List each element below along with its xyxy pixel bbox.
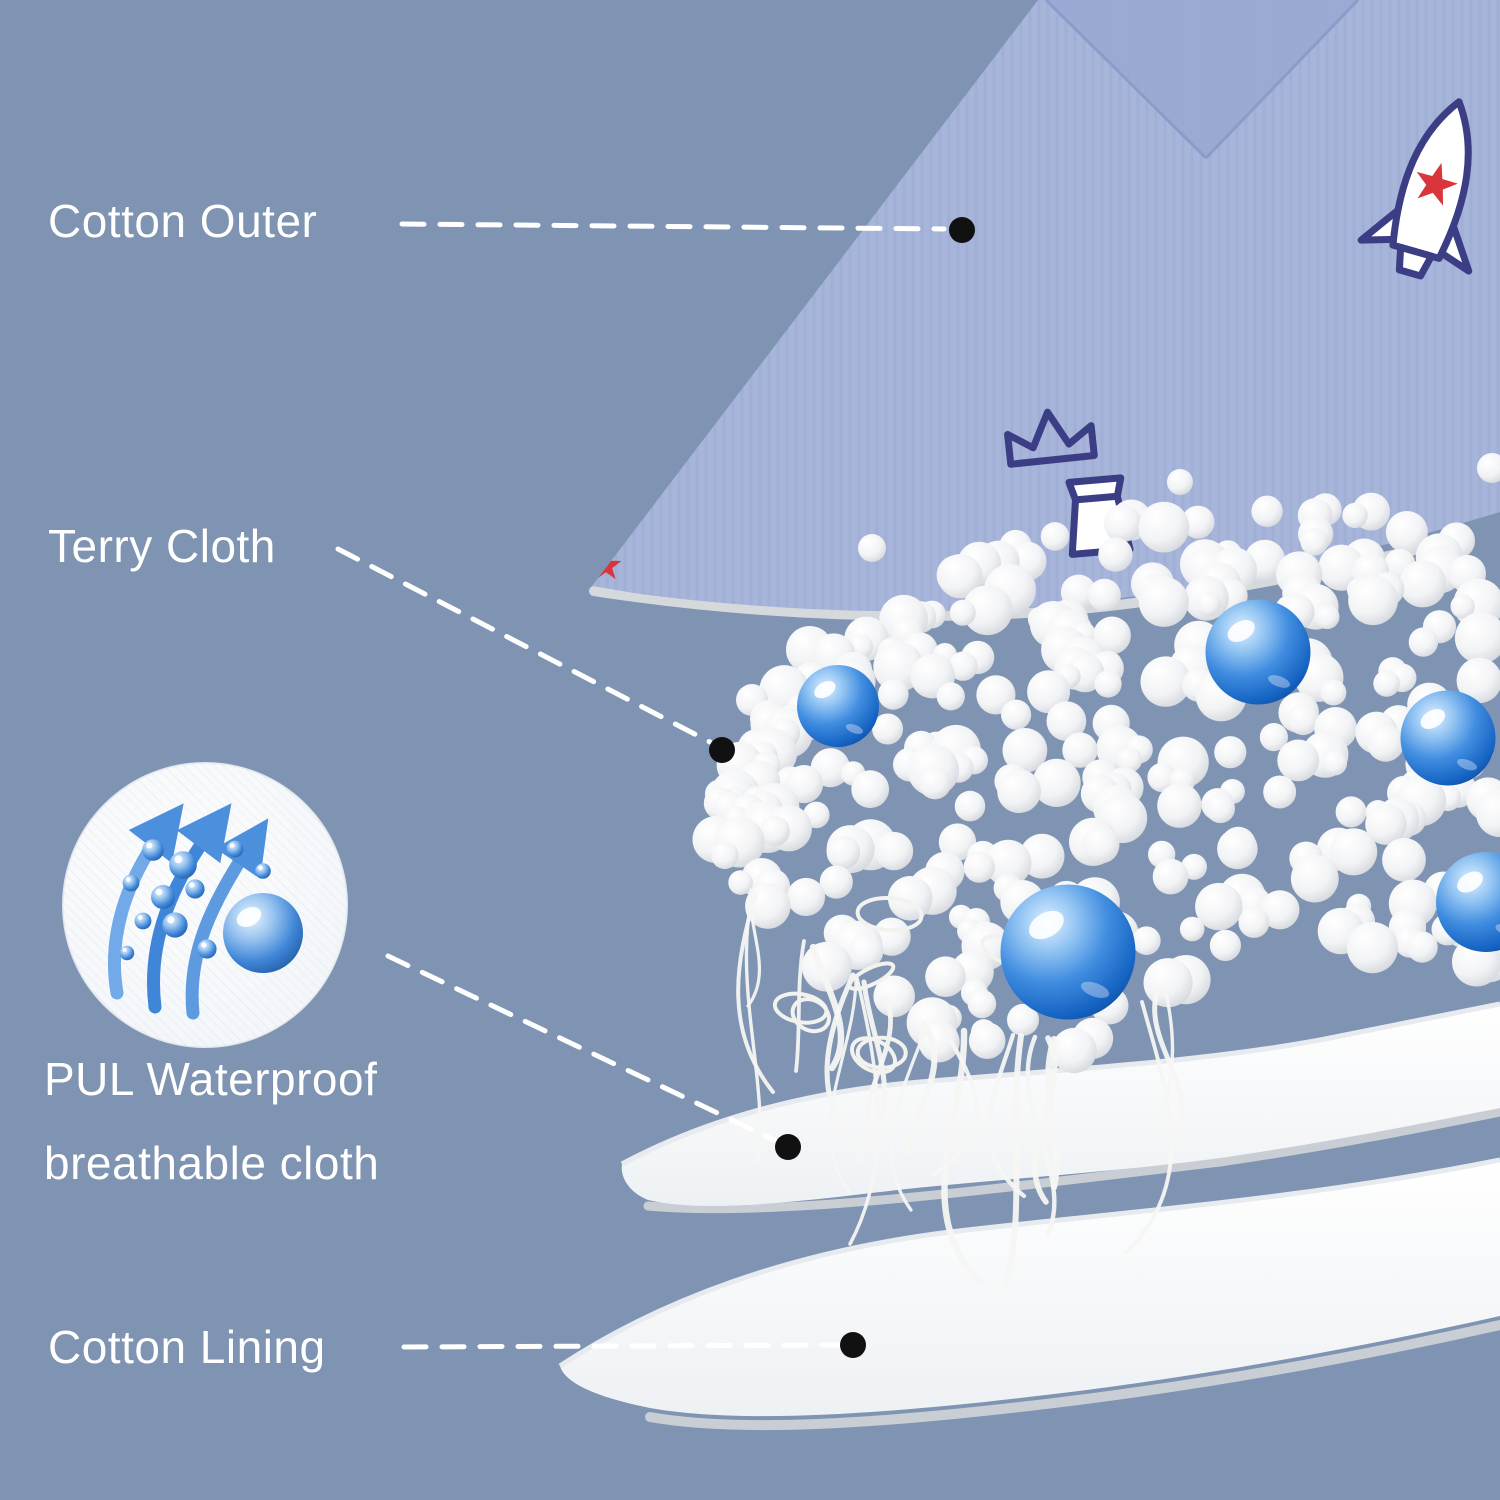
rocket-print [1357, 98, 1473, 280]
label-cotton-outer: Cotton Outer [48, 195, 318, 247]
label-pul-line2: breathable cloth [44, 1137, 380, 1189]
connector-cotton-outer [399, 221, 947, 232]
cotton-lining-layer [558, 1157, 1500, 1431]
connector-dots [709, 217, 975, 1358]
connector-dot-icon [840, 1332, 866, 1358]
terry-fringe-threads [736, 888, 1185, 1290]
pul-layer [620, 1001, 1500, 1214]
connectors [335, 221, 947, 1350]
connector-pul [385, 953, 777, 1143]
connector-dot-icon [949, 217, 975, 243]
crown-print [1004, 408, 1098, 468]
fabric-fold [1046, 0, 1358, 158]
connector-dot-icon [709, 737, 735, 763]
label-cotton-lining: Cotton Lining [48, 1321, 326, 1373]
connector-cotton-lining [401, 1342, 841, 1350]
connector-terry-cloth [335, 546, 713, 745]
label-terry-cloth: Terry Cloth [48, 520, 276, 572]
cotton-outer-layer [589, 0, 1500, 621]
waterproof-breathable-icon [62, 762, 348, 1048]
terry-cloth-layer [692, 453, 1500, 1290]
rocket-star [1416, 162, 1458, 206]
water-droplets [119, 839, 303, 973]
label-pul-line1: PUL Waterproof [44, 1053, 378, 1105]
connector-dot-icon [775, 1134, 801, 1160]
